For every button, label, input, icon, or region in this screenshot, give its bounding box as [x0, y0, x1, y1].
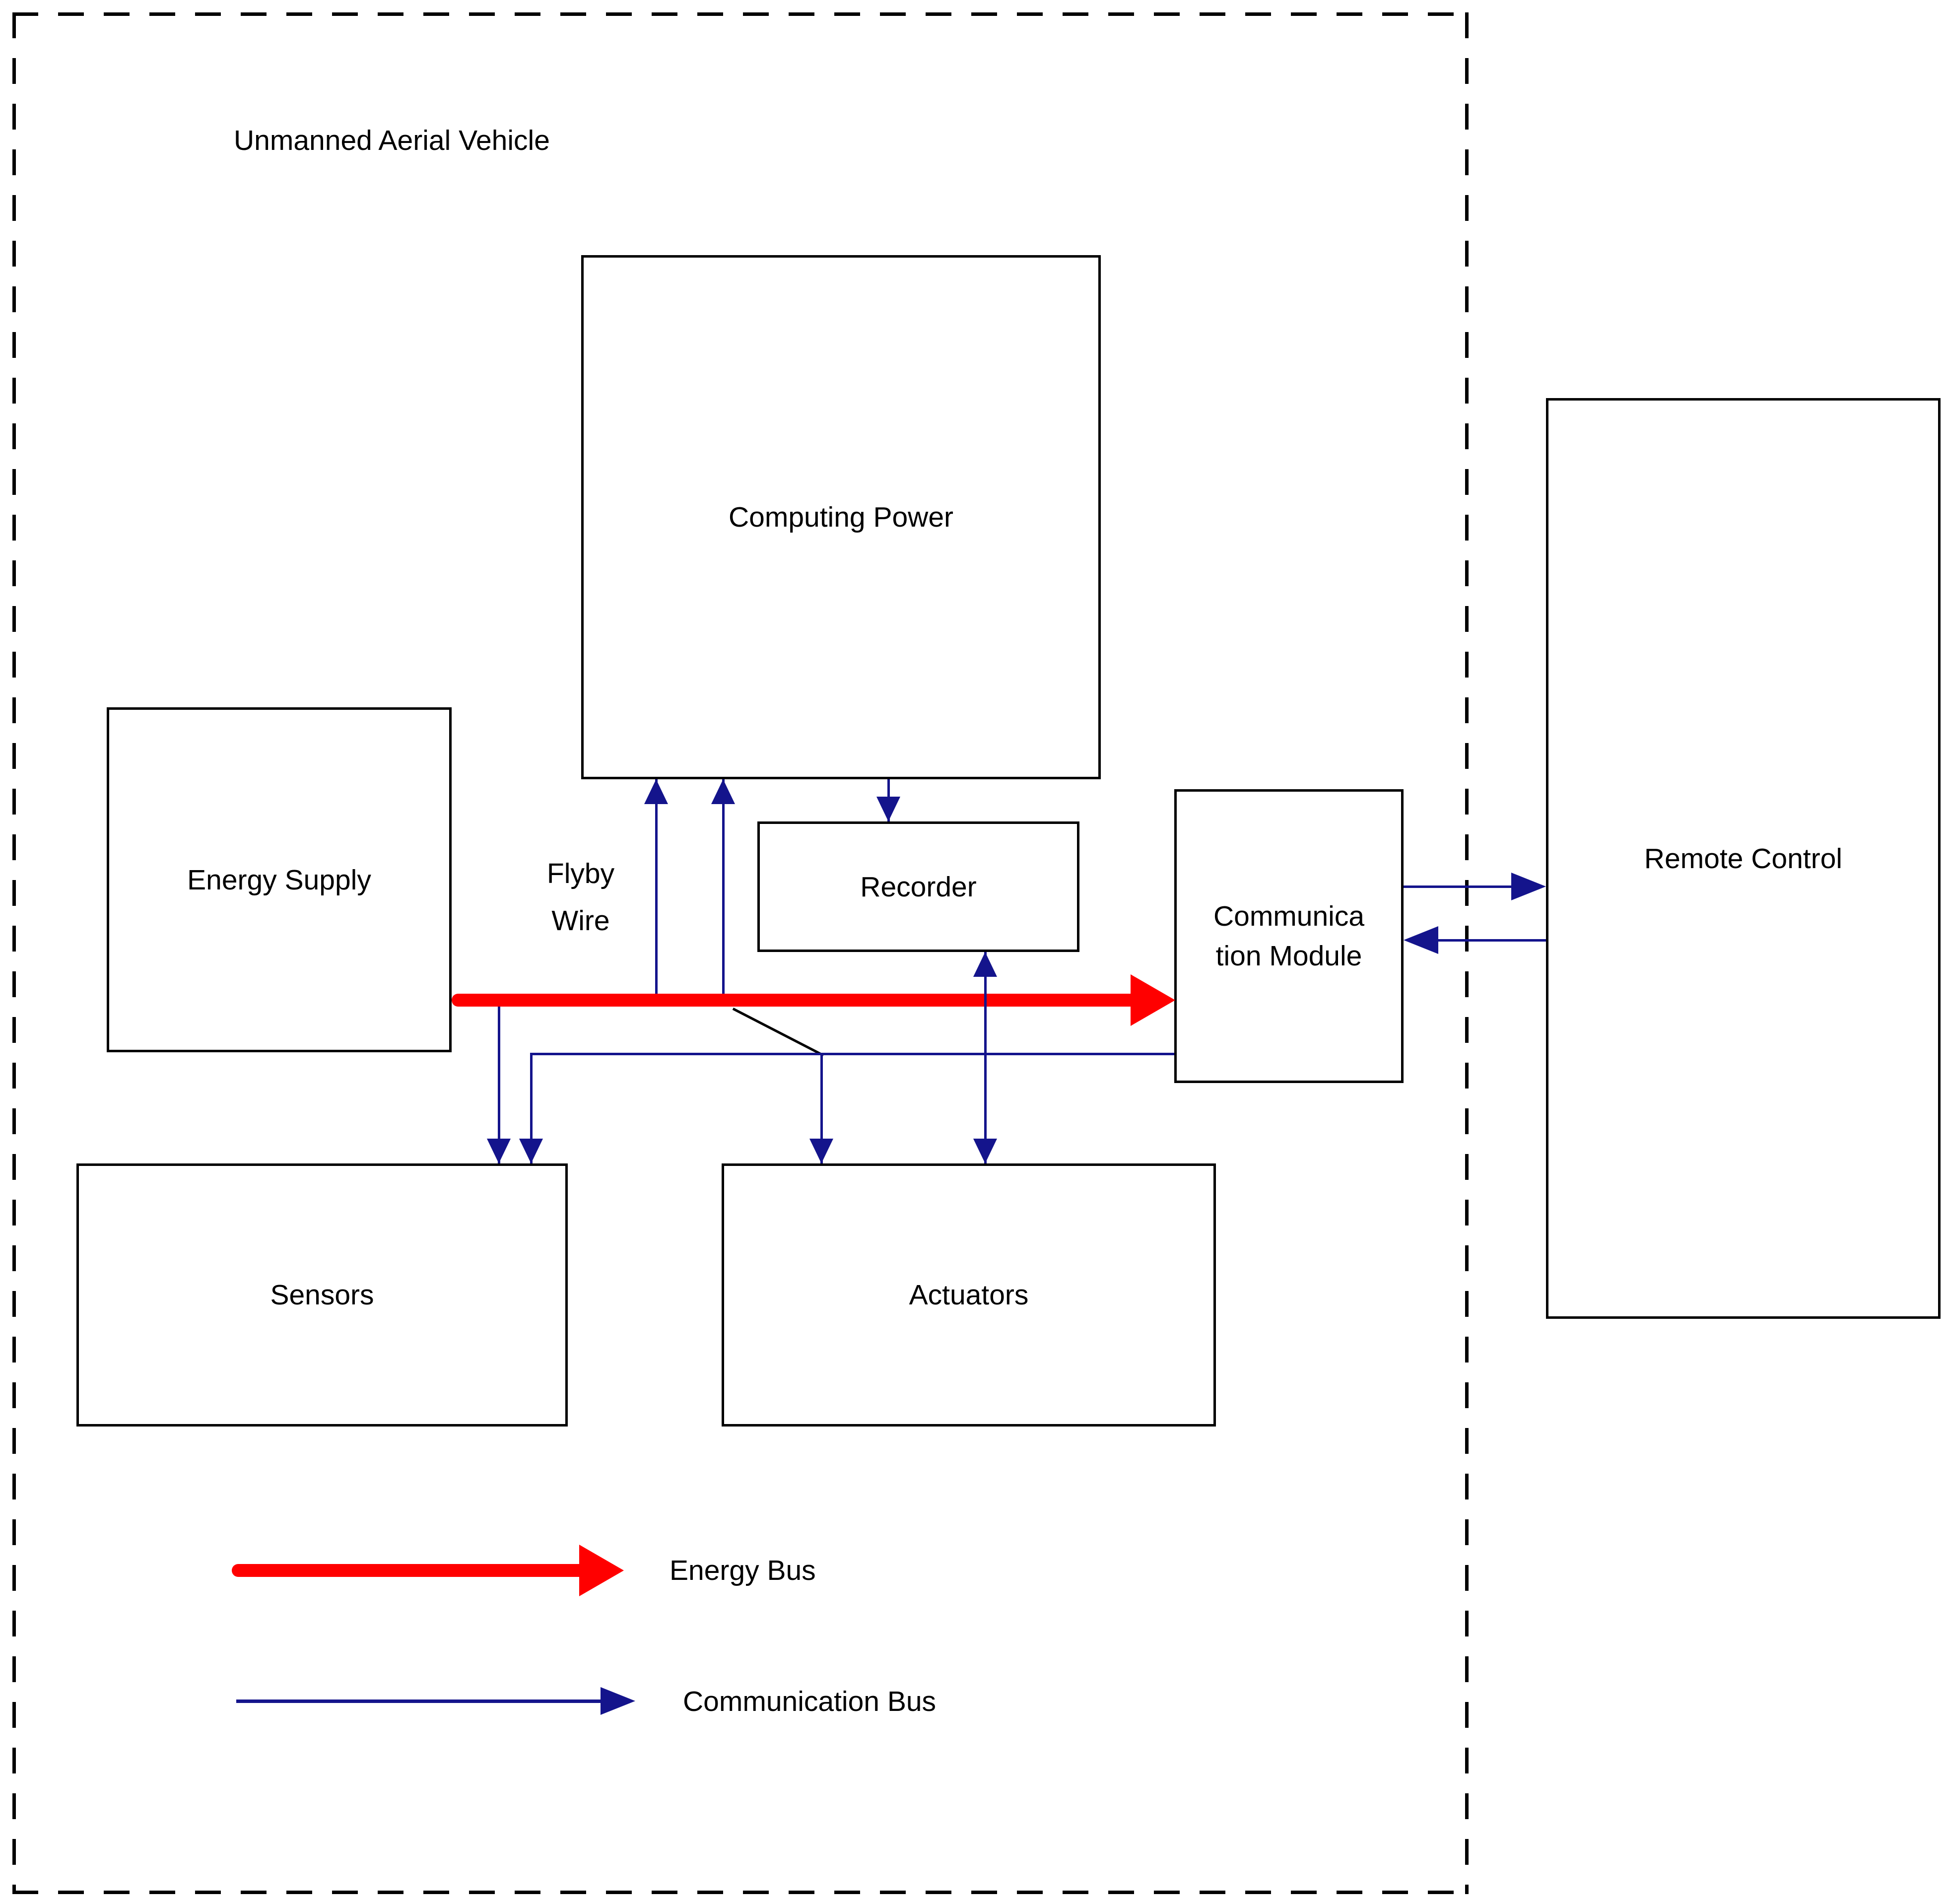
flyby-wire-line1: Flyby — [546, 858, 615, 889]
uav-boundary-bottom-edge — [12, 1891, 1469, 1894]
comm-to-actuators-line — [820, 1053, 823, 1163]
node-remote-control-label: Remote Control — [1644, 842, 1843, 875]
node-remote-control: Remote Control — [1546, 398, 1941, 1319]
comm-to-actuators-arrowhead — [809, 1139, 833, 1163]
remote-to-comm-line — [1436, 939, 1546, 942]
node-computing-power-label: Computing Power — [728, 501, 954, 533]
flyby-wire-line-a-arrowhead — [644, 779, 668, 804]
energy-bus-arrowhead — [1131, 974, 1175, 1026]
node-communication-module-label-line2: tion Module — [1215, 940, 1362, 972]
legend-communication-bus-line — [236, 1700, 606, 1703]
comm-to-sensors-arrowhead — [519, 1139, 543, 1163]
recorder-actuators-up-arrowhead — [973, 952, 997, 977]
node-recorder-label: Recorder — [860, 871, 977, 903]
energy-to-sensors-line — [498, 1007, 500, 1163]
flyby-wire-line-b — [722, 779, 725, 994]
comm-to-remote-line — [1404, 885, 1519, 888]
node-actuators: Actuators — [722, 1163, 1216, 1427]
computing-to-recorder-arrowhead — [876, 797, 900, 821]
flyby-wire-annotation: Flyby Wire — [516, 850, 645, 945]
bus-junction-connector-line — [732, 1008, 824, 1057]
comm-to-remote-arrowhead — [1511, 873, 1546, 900]
energy-to-sensors-arrowhead — [487, 1139, 511, 1163]
node-communication-module-label: Communica tion Module — [1213, 896, 1364, 976]
energy-bus-line — [452, 994, 1132, 1007]
flyby-wire-line-a — [655, 779, 658, 994]
recorder-actuators-down-arrowhead — [973, 1139, 997, 1163]
node-communication-module-label-line1: Communica — [1213, 900, 1365, 932]
node-recorder: Recorder — [757, 821, 1079, 952]
node-actuators-label: Actuators — [909, 1279, 1029, 1311]
legend-communication-bus-label: Communication Bus — [683, 1686, 937, 1717]
node-sensors: Sensors — [76, 1163, 568, 1427]
node-communication-module: Communica tion Module — [1174, 789, 1404, 1083]
flyby-wire-line-b-arrowhead — [711, 779, 735, 804]
communication-bus-line — [531, 1053, 1174, 1055]
node-computing-power: Computing Power — [581, 255, 1101, 779]
flyby-wire-line2: Wire — [551, 905, 610, 937]
legend-energy-bus-line — [232, 1564, 580, 1577]
uav-boundary-top-edge — [12, 12, 1469, 16]
uav-boundary-right-edge — [1465, 12, 1469, 1894]
comm-to-sensors-line — [530, 1053, 533, 1163]
remote-to-comm-arrowhead — [1404, 926, 1438, 954]
recorder-actuators-line — [984, 952, 987, 1163]
node-energy-supply-label: Energy Supply — [187, 864, 371, 896]
node-sensors-label: Sensors — [270, 1279, 374, 1311]
uav-boundary-left-edge — [12, 12, 16, 1894]
legend-energy-bus-arrowhead — [579, 1545, 624, 1596]
legend-energy-bus-label: Energy Bus — [670, 1555, 816, 1586]
node-energy-supply: Energy Supply — [107, 707, 452, 1052]
legend-communication-bus-arrowhead — [601, 1687, 635, 1715]
diagram-title: Unmanned Aerial Vehicle — [234, 125, 550, 156]
